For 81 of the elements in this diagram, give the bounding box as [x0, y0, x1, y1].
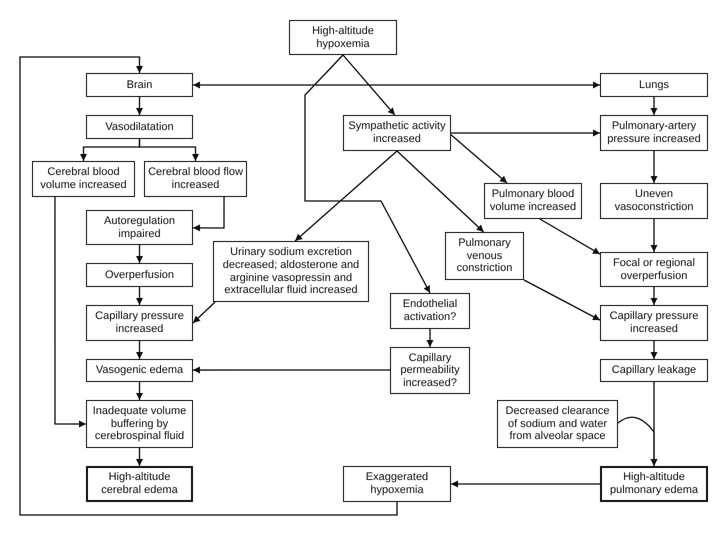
arrow — [19, 56, 398, 516]
arrow — [450, 134, 508, 184]
box-label: Uneven vasoconstriction — [614, 188, 694, 214]
process-box — [86, 400, 193, 448]
box-label: Urinary sodium excretion decreased; aldosterone and arginine vasopressin and extracellular fluid increased — [222, 246, 360, 297]
process-box — [497, 400, 618, 448]
box-label: Pulmonary venous constriction — [456, 237, 514, 275]
box-label: Decreased clearance of sodium and water from alveolar space — [504, 405, 610, 443]
process-box — [86, 466, 193, 502]
box-label: High-altitude pulmonary edema — [608, 471, 700, 497]
box-label: Brain — [126, 78, 152, 92]
process-box — [343, 115, 451, 151]
process-box — [390, 347, 470, 394]
arrow — [650, 97, 658, 115]
arrow — [136, 245, 143, 263]
arrow — [193, 82, 600, 88]
box-label: Autoregulation impaired — [103, 214, 176, 240]
process-box — [484, 183, 582, 219]
arrow — [540, 218, 600, 255]
arrow — [396, 150, 484, 232]
box-label: Capillary pressure increased — [94, 310, 185, 336]
process-box — [600, 359, 708, 382]
arrow — [294, 150, 398, 242]
box-label: Sympathetic activity increased — [347, 120, 447, 146]
process-box — [213, 241, 369, 302]
arrow — [136, 382, 143, 400]
box-label: Capillary pressure increased — [608, 310, 700, 336]
arrow — [524, 279, 600, 321]
arrow — [618, 416, 658, 466]
process-box — [600, 305, 708, 341]
process-box — [86, 263, 193, 287]
box-label: Pulmonary-artery pressure increased — [606, 120, 702, 146]
process-box — [86, 359, 193, 382]
arrow — [193, 366, 390, 374]
arrow — [138, 139, 199, 161]
arrow — [136, 287, 143, 305]
box-label: Exaggerated hypoxemia — [364, 471, 430, 497]
arrow — [136, 448, 143, 466]
arrow — [451, 480, 600, 488]
process-box — [600, 115, 708, 151]
arrow — [650, 341, 658, 359]
arrow — [136, 97, 143, 115]
process-box — [600, 252, 708, 287]
box-label: Overperfusion — [104, 268, 174, 282]
arrow — [192, 302, 216, 324]
process-box — [343, 466, 451, 502]
box-label: Cerebral blood flow increased — [148, 166, 243, 192]
box-label: Capillary leakage — [612, 364, 696, 377]
arrow — [193, 197, 225, 232]
process-box — [86, 305, 193, 341]
arrow — [650, 287, 658, 305]
process-box — [600, 183, 708, 219]
box-label: High-altitude cerebral edema — [100, 471, 179, 497]
process-box — [86, 210, 193, 245]
arrow — [426, 329, 434, 347]
arrow — [650, 151, 658, 183]
box-label: Cerebral blood volume increased — [39, 166, 128, 192]
arrow — [451, 130, 600, 136]
process-box — [600, 466, 708, 502]
process-box — [390, 293, 470, 329]
box-label: Vasogenic edema — [96, 364, 184, 377]
arrow — [342, 54, 396, 116]
process-box — [445, 232, 524, 280]
arrow — [54, 197, 86, 428]
process-box — [32, 161, 135, 197]
process-box — [600, 73, 708, 97]
arrow — [304, 54, 431, 294]
process-box — [86, 115, 193, 139]
process-box — [144, 161, 247, 197]
box-label: Vasodilatation — [105, 120, 174, 134]
arrow — [650, 219, 658, 252]
arrow — [136, 341, 143, 359]
box-label: Endothelial activation? — [402, 298, 458, 324]
box-label: Focal or regional overperfusion — [612, 256, 696, 282]
box-label: Pulmonary blood volume increased — [488, 188, 578, 214]
box-label: Lungs — [639, 78, 669, 92]
process-box — [86, 73, 193, 97]
box-label: Capillary permeability increased? — [399, 352, 461, 390]
box-label: Inadequate volume buffering by cerebrospinal fluid — [92, 405, 188, 443]
box-label: High-altitude hypoxemia — [311, 24, 375, 50]
process-box — [289, 20, 397, 55]
